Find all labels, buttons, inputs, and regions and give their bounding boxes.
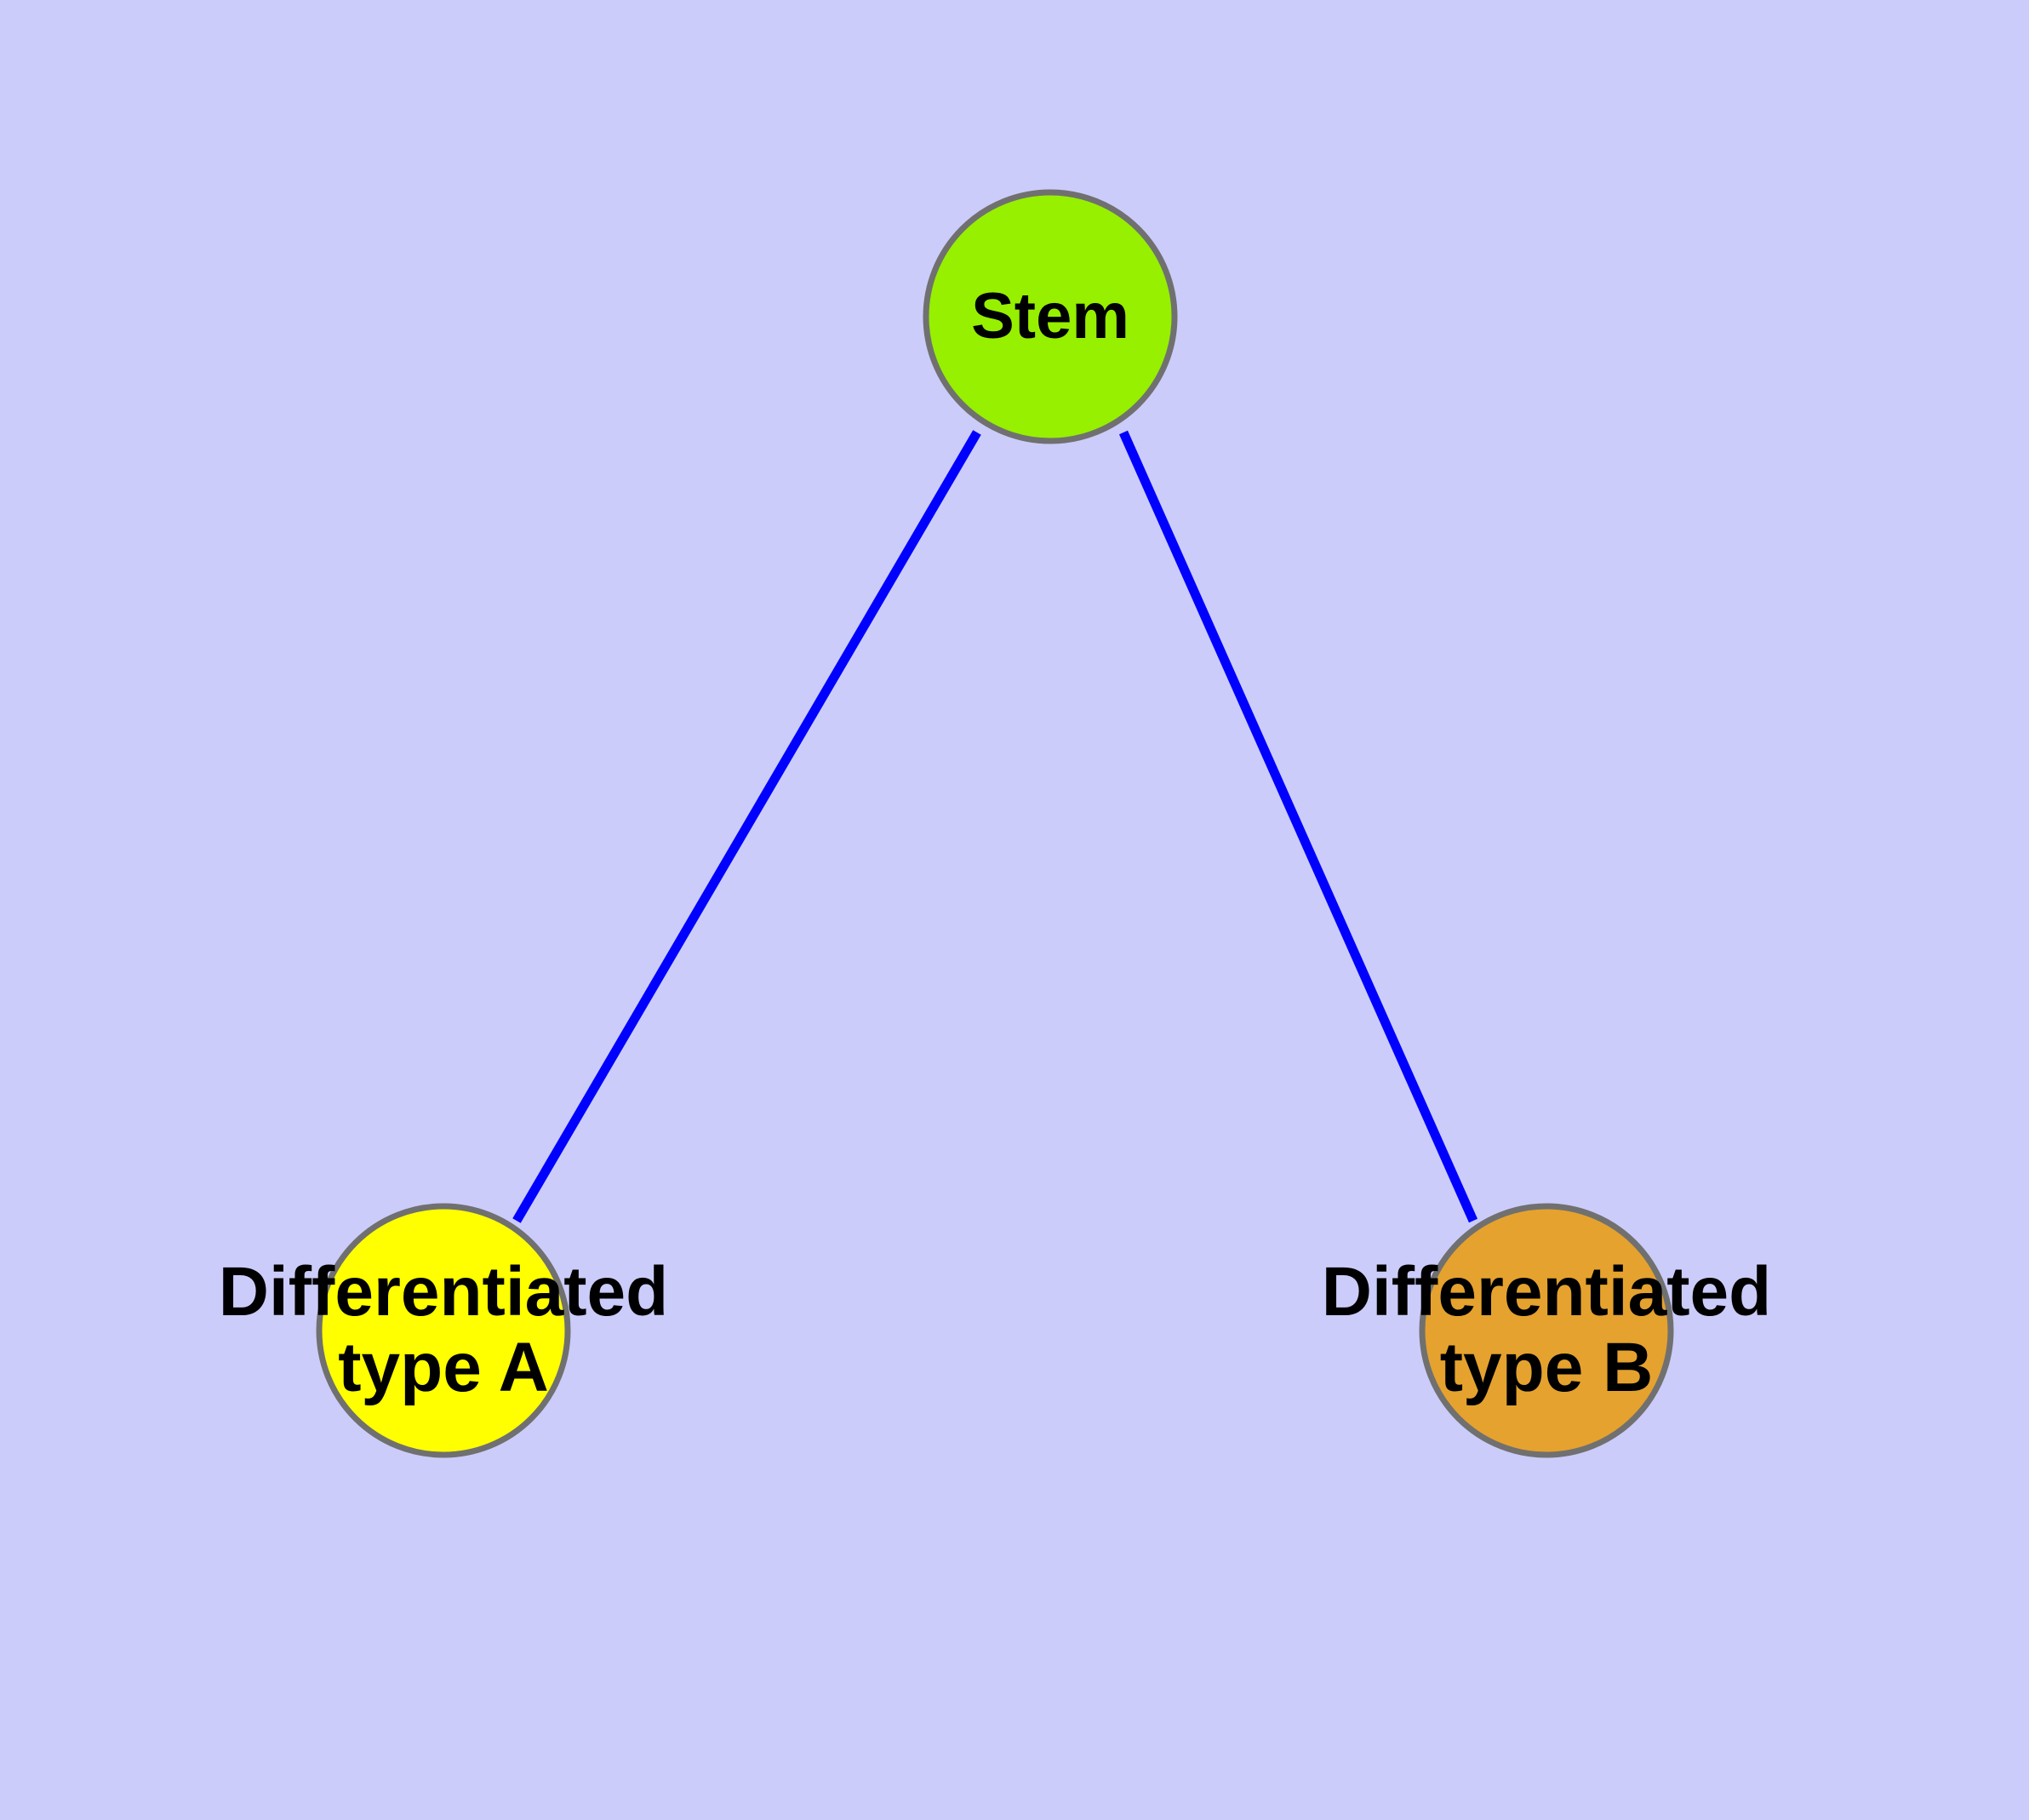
node-circle-stem[interactable] <box>923 189 1178 444</box>
node-circle-diff-b[interactable] <box>1419 1203 1674 1458</box>
edge-stem-to-diff-b[interactable] <box>1118 430 1478 1223</box>
edge-stem-to-diff-a[interactable] <box>512 430 981 1223</box>
node-layer <box>316 189 1674 1458</box>
edge-layer <box>512 430 1478 1223</box>
node-circle-diff-a[interactable] <box>316 1203 571 1458</box>
